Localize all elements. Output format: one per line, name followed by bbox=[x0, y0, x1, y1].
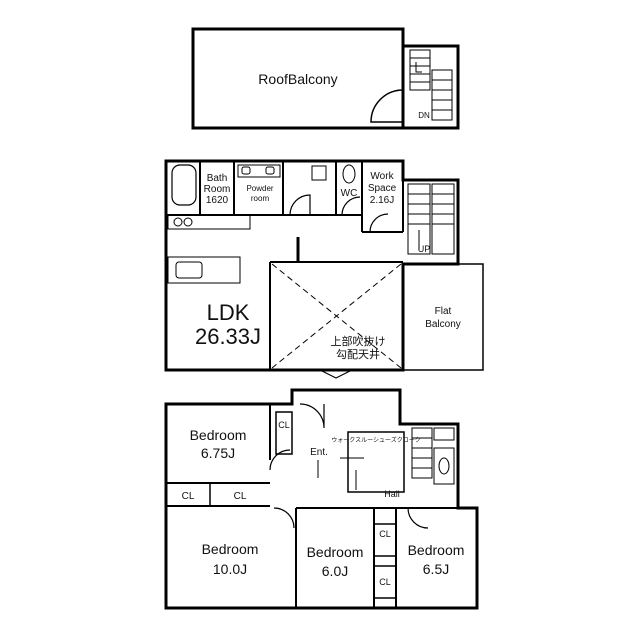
bedroom-a-area: 6.75J bbox=[201, 445, 235, 461]
first-floor-stair-icon bbox=[411, 427, 455, 479]
flat-balcony-label-1: Flat bbox=[435, 306, 452, 317]
closet-a bbox=[275, 411, 293, 455]
vanity-icon bbox=[237, 164, 281, 178]
closet-label-3: CL bbox=[278, 420, 290, 430]
wc-door-swing bbox=[341, 196, 361, 216]
second-floor-stair-icon bbox=[407, 183, 455, 255]
powder-room-label-1: Powder bbox=[246, 184, 273, 193]
walk-through-closet-wall bbox=[347, 431, 405, 493]
void-label-2: 勾配天井 bbox=[336, 347, 380, 361]
bedroom-a-label: Bedroom bbox=[190, 427, 247, 443]
toilet-icon bbox=[342, 164, 356, 184]
stove-icon bbox=[173, 217, 183, 227]
bedroom-d-area: 6.5J bbox=[423, 561, 449, 577]
entrance-label: Ent. bbox=[310, 447, 328, 458]
wc-label: WC bbox=[341, 188, 358, 199]
work-door-swing bbox=[369, 213, 389, 233]
kitchen-island bbox=[167, 256, 241, 284]
bathtub-icon bbox=[171, 164, 197, 206]
ldk-area-label: 26.33J bbox=[195, 324, 261, 349]
bedroom-d-label: Bedroom bbox=[408, 542, 465, 558]
closet-c bbox=[373, 523, 397, 557]
ldk-label: LDK bbox=[207, 300, 250, 325]
bedroom-c-label: Bedroom bbox=[307, 544, 364, 560]
toilet-room bbox=[433, 447, 455, 485]
flat-balcony-wall bbox=[402, 263, 484, 371]
closet-label-2: CL bbox=[234, 491, 247, 502]
kitchen-counter bbox=[167, 214, 251, 230]
bath-room-label-1: Bath bbox=[207, 173, 228, 184]
stair-up-label: UP bbox=[418, 244, 431, 254]
roof-door-swing bbox=[370, 89, 404, 123]
sink-icon bbox=[175, 261, 203, 279]
powder-room-label-2: room bbox=[251, 194, 270, 203]
roof-stair-wall bbox=[401, 44, 460, 130]
bay-window bbox=[319, 369, 353, 379]
toilet-icon-first bbox=[438, 457, 450, 475]
walk-through-closet-label: ウォークスルーシューズクローク bbox=[331, 436, 420, 444]
bedroom-b-door-swing bbox=[273, 507, 295, 529]
powder-door-swing bbox=[289, 194, 311, 216]
closet-label-5: CL bbox=[379, 577, 391, 587]
void-label-1: 上部吹抜け bbox=[331, 334, 386, 348]
roof-floor: RoofBalcony DN bbox=[191, 27, 460, 130]
bedroom-d-door-swing bbox=[407, 507, 429, 529]
roof-balcony-label: RoofBalcony bbox=[258, 71, 337, 87]
bedroom-b-area: 10.0J bbox=[213, 561, 247, 577]
first-floor: Bedroom 6.75J Bedroom 10.0J Bedroom 6.0J… bbox=[164, 388, 479, 610]
closet-label-1: CL bbox=[182, 491, 195, 502]
closet-d bbox=[373, 565, 397, 599]
closet-label-4: CL bbox=[379, 529, 391, 539]
bath-room-label-2: Room bbox=[204, 184, 231, 195]
work-space-label-3: 2.16J bbox=[370, 195, 394, 206]
roof-stair-dn-label: DN bbox=[418, 111, 430, 120]
bedroom-b-label: Bedroom bbox=[202, 541, 259, 557]
second-floor: Bath Room 1620 Powder room WC Work Space… bbox=[164, 159, 484, 379]
roof-stair-icon bbox=[409, 49, 453, 121]
washer-icon bbox=[311, 165, 327, 181]
bedroom-a-door-swing bbox=[269, 449, 291, 471]
entrance-door-swing bbox=[299, 403, 325, 429]
void-diagonal-2 bbox=[271, 263, 402, 369]
bath-room-label-3: 1620 bbox=[206, 195, 229, 206]
bedroom-c-area: 6.0J bbox=[322, 563, 348, 579]
hall-label: Hall bbox=[384, 489, 400, 499]
work-space-label-2: Space bbox=[368, 183, 397, 194]
flat-balcony-label-2: Balcony bbox=[425, 319, 461, 330]
work-space-label-1: Work bbox=[370, 171, 394, 182]
